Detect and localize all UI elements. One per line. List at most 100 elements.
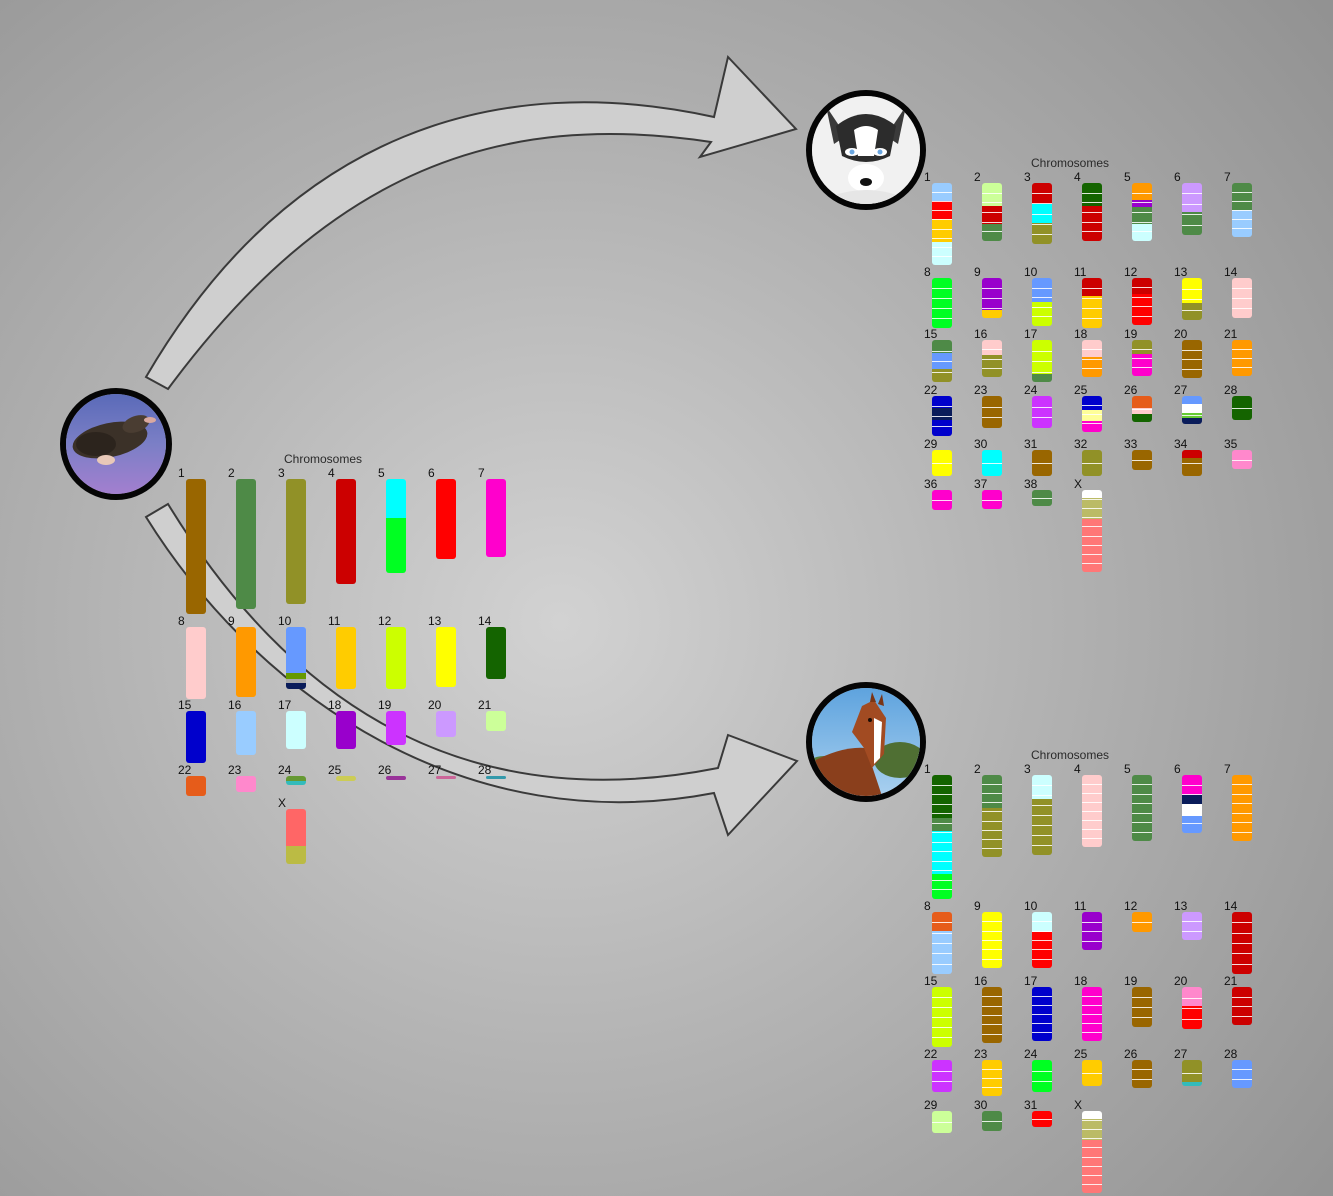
horse-chromosome-7[interactable] bbox=[1232, 775, 1252, 841]
dog-chromosome-9[interactable] bbox=[982, 278, 1002, 318]
horse-chromosome-6[interactable] bbox=[1182, 775, 1202, 833]
horse-chromosome-1[interactable] bbox=[932, 775, 952, 899]
dog-chromosome-1[interactable] bbox=[932, 183, 952, 265]
horse-chromosome-29[interactable] bbox=[932, 1111, 952, 1133]
dog-chromosome-8[interactable] bbox=[932, 278, 952, 328]
dog-chromosome-37[interactable] bbox=[982, 490, 1002, 509]
horse-chromosome-30[interactable] bbox=[982, 1111, 1002, 1131]
dog-chromosome-33[interactable] bbox=[1132, 450, 1152, 470]
dog-chromosome-6[interactable] bbox=[1182, 183, 1202, 235]
dog-chromosome-11[interactable] bbox=[1082, 278, 1102, 328]
horse-chromosome-27[interactable] bbox=[1182, 1060, 1202, 1086]
horse-chromosome-5[interactable] bbox=[1132, 775, 1152, 841]
horse-chromosome-16[interactable] bbox=[982, 987, 1002, 1043]
mole-chromosome-6[interactable] bbox=[436, 479, 456, 559]
dog-chromosome-23[interactable] bbox=[982, 396, 1002, 428]
horse-chromosome-12[interactable] bbox=[1132, 912, 1152, 932]
dog-chromosome-14[interactable] bbox=[1232, 278, 1252, 318]
dog-chromosome-27[interactable] bbox=[1182, 396, 1202, 424]
mole-chromosome-15[interactable] bbox=[186, 711, 206, 763]
horse-chromosome-25[interactable] bbox=[1082, 1060, 1102, 1086]
dog-chromosome-10[interactable] bbox=[1032, 278, 1052, 326]
mole-chromosome-11[interactable] bbox=[336, 627, 356, 689]
mole-avatar[interactable] bbox=[60, 388, 172, 500]
dog-chromosome-X[interactable] bbox=[1082, 490, 1102, 572]
mole-chromosome-3[interactable] bbox=[286, 479, 306, 604]
mole-chromosome-1[interactable] bbox=[186, 479, 206, 614]
dog-chromosome-7[interactable] bbox=[1232, 183, 1252, 237]
horse-chromosome-14[interactable] bbox=[1232, 912, 1252, 974]
dog-chromosome-3[interactable] bbox=[1032, 183, 1052, 244]
dog-chromosome-28[interactable] bbox=[1232, 396, 1252, 420]
dog-chromosome-34[interactable] bbox=[1182, 450, 1202, 476]
horse-chromosome-22[interactable] bbox=[932, 1060, 952, 1092]
dog-chromosome-4[interactable] bbox=[1082, 183, 1102, 241]
dog-chromosome-29[interactable] bbox=[932, 450, 952, 476]
dog-chromosome-20[interactable] bbox=[1182, 340, 1202, 378]
horse-chromosome-19[interactable] bbox=[1132, 987, 1152, 1027]
dog-chromosome-30[interactable] bbox=[982, 450, 1002, 476]
horse-chromosome-2[interactable] bbox=[982, 775, 1002, 857]
mole-chromosome-24[interactable] bbox=[286, 776, 306, 785]
mole-chromosome-9[interactable] bbox=[236, 627, 256, 697]
horse-chromosome-11[interactable] bbox=[1082, 912, 1102, 950]
dog-chromosome-13[interactable] bbox=[1182, 278, 1202, 320]
mole-chromosome-12[interactable] bbox=[386, 627, 406, 689]
horse-chromosome-31[interactable] bbox=[1032, 1111, 1052, 1127]
mole-chromosome-8[interactable] bbox=[186, 627, 206, 699]
horse-avatar[interactable] bbox=[806, 682, 926, 802]
dog-chromosome-18[interactable] bbox=[1082, 340, 1102, 377]
mole-chromosome-13[interactable] bbox=[436, 627, 456, 687]
mole-chromosome-17[interactable] bbox=[286, 711, 306, 749]
mole-chromosome-18[interactable] bbox=[336, 711, 356, 749]
mole-chromosome-19[interactable] bbox=[386, 711, 406, 745]
horse-chromosome-21[interactable] bbox=[1232, 987, 1252, 1025]
dog-chromosome-31[interactable] bbox=[1032, 450, 1052, 476]
horse-chromosome-17[interactable] bbox=[1032, 987, 1052, 1041]
horse-chromosome-18[interactable] bbox=[1082, 987, 1102, 1041]
dog-chromosome-21[interactable] bbox=[1232, 340, 1252, 376]
horse-chromosome-26[interactable] bbox=[1132, 1060, 1152, 1088]
mole-chromosome-7[interactable] bbox=[486, 479, 506, 557]
horse-chromosome-3[interactable] bbox=[1032, 775, 1052, 855]
dog-chromosome-19[interactable] bbox=[1132, 340, 1152, 376]
horse-chromosome-10[interactable] bbox=[1032, 912, 1052, 968]
mole-chromosome-27[interactable] bbox=[436, 776, 456, 779]
horse-chromosome-24[interactable] bbox=[1032, 1060, 1052, 1092]
dog-chromosome-15[interactable] bbox=[932, 340, 952, 382]
dog-avatar[interactable] bbox=[806, 90, 926, 210]
mole-chromosome-28[interactable] bbox=[486, 776, 506, 779]
dog-chromosome-32[interactable] bbox=[1082, 450, 1102, 476]
dog-chromosome-22[interactable] bbox=[932, 396, 952, 436]
horse-chromosome-13[interactable] bbox=[1182, 912, 1202, 940]
mole-chromosome-16[interactable] bbox=[236, 711, 256, 755]
horse-chromosome-28[interactable] bbox=[1232, 1060, 1252, 1088]
horse-chromosome-4[interactable] bbox=[1082, 775, 1102, 847]
mole-chromosome-14[interactable] bbox=[486, 627, 506, 679]
horse-chromosome-X[interactable] bbox=[1082, 1111, 1102, 1193]
dog-chromosome-36[interactable] bbox=[932, 490, 952, 510]
dog-chromosome-12[interactable] bbox=[1132, 278, 1152, 325]
mole-chromosome-2[interactable] bbox=[236, 479, 256, 609]
mole-chromosome-25[interactable] bbox=[336, 776, 356, 781]
mole-chromosome-10[interactable] bbox=[286, 627, 306, 689]
mole-chromosome-X[interactable] bbox=[286, 809, 306, 864]
mole-chromosome-5[interactable] bbox=[386, 479, 406, 573]
dog-chromosome-5[interactable] bbox=[1132, 183, 1152, 241]
mole-chromosome-26[interactable] bbox=[386, 776, 406, 780]
dog-chromosome-35[interactable] bbox=[1232, 450, 1252, 469]
dog-chromosome-24[interactable] bbox=[1032, 396, 1052, 428]
mole-chromosome-23[interactable] bbox=[236, 776, 256, 792]
mole-chromosome-4[interactable] bbox=[336, 479, 356, 584]
mole-chromosome-20[interactable] bbox=[436, 711, 456, 737]
horse-chromosome-15[interactable] bbox=[932, 987, 952, 1047]
mole-chromosome-22[interactable] bbox=[186, 776, 206, 796]
dog-chromosome-17[interactable] bbox=[1032, 340, 1052, 382]
dog-chromosome-2[interactable] bbox=[982, 183, 1002, 241]
dog-chromosome-25[interactable] bbox=[1082, 396, 1102, 432]
dog-chromosome-38[interactable] bbox=[1032, 490, 1052, 506]
mole-chromosome-21[interactable] bbox=[486, 711, 506, 731]
dog-chromosome-16[interactable] bbox=[982, 340, 1002, 377]
dog-chromosome-26[interactable] bbox=[1132, 396, 1152, 422]
horse-chromosome-8[interactable] bbox=[932, 912, 952, 974]
